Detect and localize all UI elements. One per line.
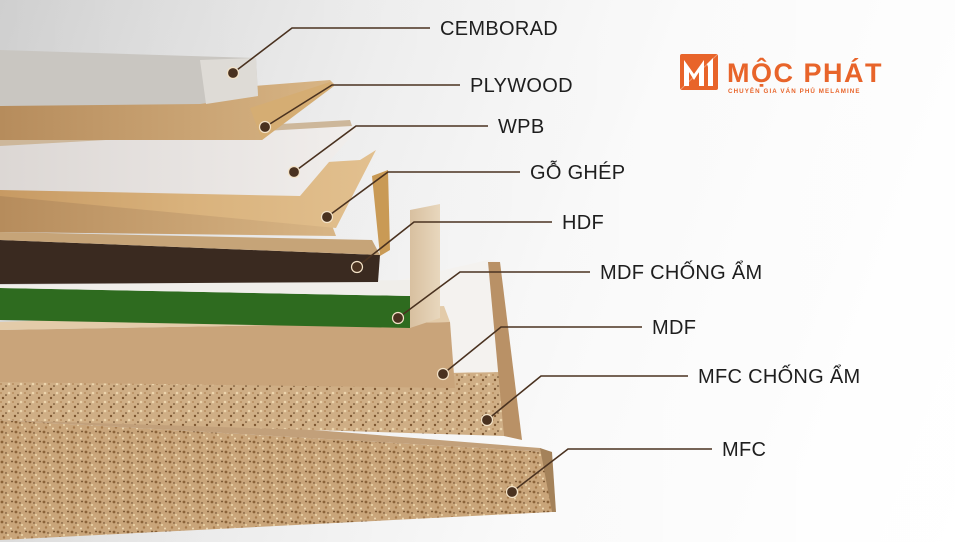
leader-line-mdf-chong-am (397, 271, 590, 319)
leader-line-mfc-chong-am (486, 375, 688, 421)
brand-name: MỘC PHÁT (727, 57, 883, 88)
board-cemboard-edge (200, 58, 258, 104)
board-wpb-face (0, 126, 358, 196)
board-stack (0, 50, 556, 540)
label-mfc: MFC (722, 439, 766, 461)
leader-line-go-ghep (326, 171, 520, 218)
leader-line-mfc (511, 448, 712, 493)
leader-dot-hdf (350, 260, 364, 274)
leader-line-cemborad (232, 27, 430, 74)
leader-dot-mdf (436, 367, 450, 381)
leader-line-wpb (293, 125, 488, 173)
leader-dot-go-ghep (320, 210, 334, 224)
board-mfc-side (540, 448, 556, 512)
board-mfc-chong-am-side (488, 262, 522, 440)
board-mdf-chong-am-edge (0, 288, 410, 328)
brand-logo: MỘC PHÁT CHUYÊN GIA VÁN PHỦ MELAMINE (679, 53, 883, 95)
board-mdf-chong-am-side (410, 204, 440, 328)
label-go-ghep: GỖ GHÉP (530, 160, 625, 184)
leader-dot-cemborad (226, 66, 240, 80)
board-mfc-chong-am-edge (0, 372, 504, 436)
leader-line-hdf (356, 221, 552, 268)
leader-lines (226, 27, 712, 499)
board-cemboard-face (0, 50, 258, 106)
board-mdf-chong-am-laminate (0, 280, 410, 296)
board-mdf-edge (0, 322, 455, 388)
leader-dot-mfc-chong-am (480, 413, 494, 427)
leader-line-plywood (264, 84, 460, 128)
brand-mark-icon (679, 53, 719, 91)
label-cemborad: CEMBORAD (440, 18, 558, 40)
leader-line-mdf (442, 326, 642, 375)
label-mfc-chong-am: MFC CHỐNG ẨM (698, 364, 860, 388)
label-wpb: WPB (498, 116, 544, 138)
brand-tagline: CHUYÊN GIA VÁN PHỦ MELAMINE (728, 87, 861, 95)
label-mdf-chong-am: MDF CHỐNG ẨM (600, 260, 762, 284)
label-plywood: PLYWOOD (470, 75, 573, 97)
label-mdf: MDF (652, 317, 696, 339)
board-hdf-top (0, 232, 380, 255)
board-hdf-side (372, 170, 390, 256)
leader-dot-wpb (287, 165, 301, 179)
leader-dot-mdf-chong-am (391, 311, 405, 325)
label-hdf: HDF (562, 212, 604, 234)
leader-dot-plywood (258, 120, 272, 134)
board-mfc-edge (0, 420, 552, 540)
board-hdf-edge (0, 240, 380, 284)
board-labels: CEMBORAD PLYWOOD WPB GỖ GHÉP HDF MDF CHỐNG ẨM… (440, 18, 860, 461)
leader-dot-mfc (505, 485, 519, 499)
